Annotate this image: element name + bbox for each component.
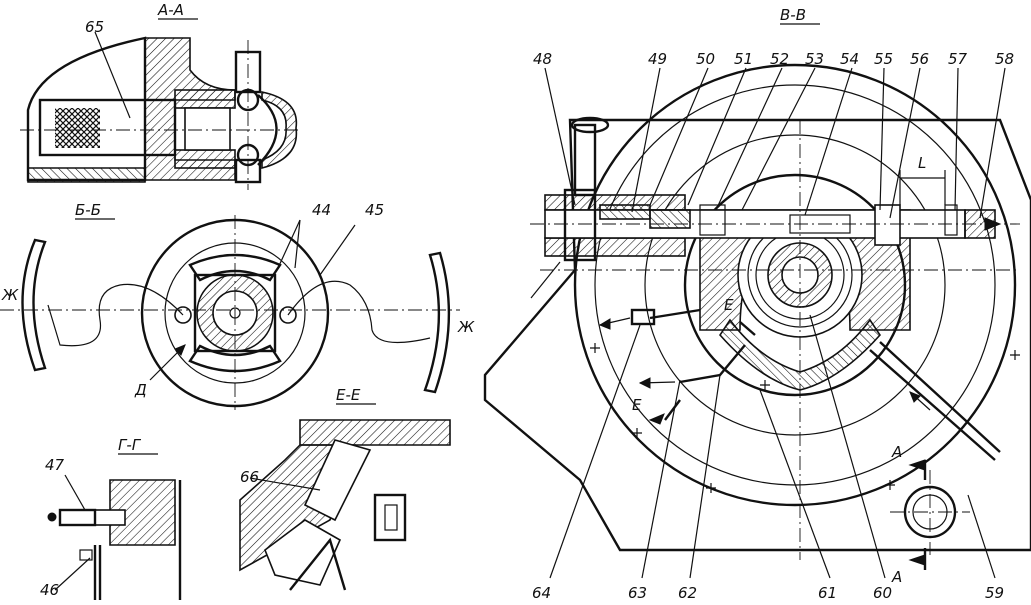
mark-zh-left: Ж (1, 286, 19, 304)
callout-66: 66 (240, 468, 259, 486)
mark-a-upper: А (891, 443, 902, 461)
section-e-e-view: Е-Е 66 (239, 386, 451, 591)
section-title-g-g: Г-Г (118, 436, 142, 454)
callout-58: 58 (995, 50, 1014, 68)
dimension-l: L (918, 154, 926, 172)
mark-e-lower: Е (632, 396, 642, 414)
callout-51: 51 (734, 50, 753, 68)
mark-e-upper: Е (724, 296, 734, 314)
section-title-a-a: А-А (157, 1, 184, 19)
callout-62: 62 (678, 584, 697, 602)
callout-64: 64 (532, 584, 551, 602)
section-title-v-v: В-В (780, 6, 806, 24)
section-g-g-view: Г-Г 47 46 (40, 436, 182, 600)
callout-57: 57 (948, 50, 968, 68)
callout-46: 46 (40, 581, 59, 599)
mark-d: Д (134, 381, 147, 399)
callout-49: 49 (648, 50, 667, 68)
callout-52: 52 (770, 50, 789, 68)
section-title-b-b: Б-Б (75, 201, 101, 219)
section-a-a-view: 65 А-А (20, 1, 300, 190)
callout-47: 47 (45, 456, 65, 474)
callout-53: 53 (805, 50, 824, 68)
section-v-v-view: В-В L (483, 6, 1031, 602)
mark-a-lower: А (891, 568, 902, 586)
mark-zh-right: Ж (457, 318, 475, 336)
callout-48: 48 (533, 50, 552, 68)
callout-44: 44 (312, 201, 331, 219)
section-b-b-view: Б-Б 44 45 Ж Ж Д (0, 201, 475, 410)
callout-50: 50 (696, 50, 715, 68)
callout-63: 63 (628, 584, 647, 602)
callout-56: 56 (910, 50, 929, 68)
callout-55: 55 (874, 50, 893, 68)
callout-65: 65 (85, 18, 104, 36)
callout-60: 60 (873, 584, 892, 602)
callout-54: 54 (840, 50, 859, 68)
callout-61: 61 (818, 584, 837, 602)
callout-45: 45 (365, 201, 384, 219)
callout-59: 59 (985, 584, 1004, 602)
section-title-e-e: Е-Е (336, 386, 361, 404)
